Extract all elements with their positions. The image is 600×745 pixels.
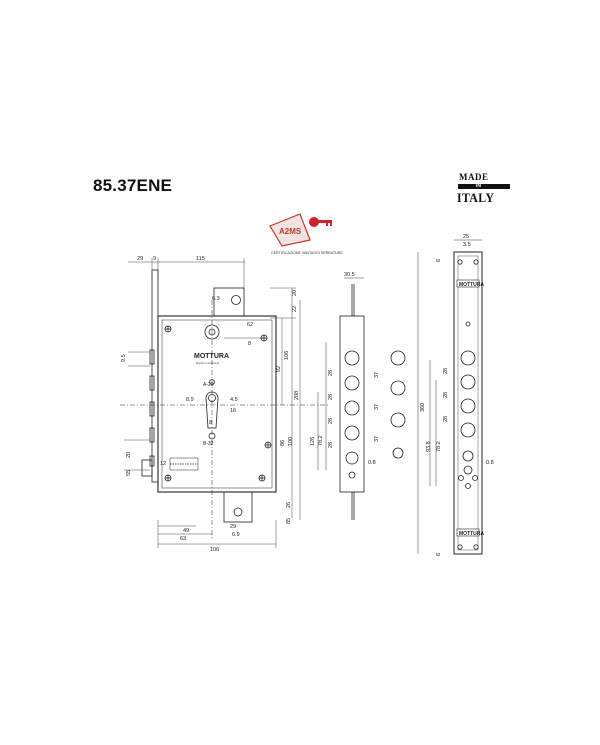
dim-right-cyl2: 16 xyxy=(230,408,236,414)
faceplate-view xyxy=(417,239,483,555)
side-total-b: 126 xyxy=(310,437,316,446)
dim-right-b: 106 xyxy=(284,351,290,360)
faceplate-label-bottom-box xyxy=(456,528,480,537)
dim-bottom-a: 49 xyxy=(183,528,189,534)
dim-top-right-b: 20 xyxy=(292,290,298,296)
side-spacing-3: 28 xyxy=(328,418,334,424)
faceplate-bottom-dim: 6 xyxy=(436,553,442,556)
dim-top-left-a: 29 xyxy=(137,256,143,262)
backset-label: B-32 xyxy=(203,441,214,447)
top-tab-hole xyxy=(231,295,241,305)
cylinder-hole xyxy=(205,391,219,429)
side-pitch-1: 37 xyxy=(374,372,380,378)
cert-logo-text: A2MS xyxy=(279,227,302,236)
faceplate-top-small: 6 xyxy=(436,259,442,262)
faceplate-spacing-2: 28 xyxy=(443,392,449,398)
dim-mid-right-a: 86 xyxy=(280,440,286,446)
dim-pin-label: 62 xyxy=(247,322,253,328)
badge-made-text: MADE xyxy=(459,172,489,182)
badge-in-text: IN xyxy=(476,183,481,189)
lock-brand-sub: libertà in sicurezza xyxy=(196,361,220,365)
dim-bottom-b: 63 xyxy=(180,536,186,542)
dim-lower-right-a: 26 xyxy=(286,502,292,508)
dim-right-a: 92 xyxy=(276,366,282,372)
side-pitch-2: 37 xyxy=(374,404,380,410)
dim-top-left-b: 9 xyxy=(153,256,156,262)
faceplate-inner: 93.8 xyxy=(426,441,432,452)
dim-right-c: 208 xyxy=(294,391,300,400)
side-bolt-dia: 0.8 xyxy=(368,460,376,466)
side-top-width: 30.5 xyxy=(344,272,355,278)
dim-right-cyl: 4.5 xyxy=(230,397,238,403)
lock-dimension-lines xyxy=(124,258,301,548)
bottom-tab-hole xyxy=(233,507,243,517)
dim-lower-left-a: 20 xyxy=(126,452,132,458)
faceplate-spacing-1: 28 xyxy=(443,368,449,374)
faceplate-label-top-box xyxy=(456,279,480,288)
lock-case xyxy=(157,315,277,493)
dim-side-small: 12 xyxy=(160,461,166,467)
loose-bolts xyxy=(390,350,406,459)
dim-lower-right-b: 85 xyxy=(286,518,292,524)
left-bolt-slots xyxy=(149,349,155,467)
dim-top-span: 115 xyxy=(196,256,205,262)
faceplate-bolts xyxy=(460,350,476,438)
latch-bolt xyxy=(141,459,153,477)
faceplate-latch xyxy=(458,450,478,489)
faceplate-top-width: 25 xyxy=(463,234,469,240)
side-spacing-4: 28 xyxy=(328,442,334,448)
cylinder-label: A-20 xyxy=(203,382,214,388)
dim-latch: 29 xyxy=(230,524,236,530)
side-total-a: 78.2 xyxy=(318,435,324,446)
dim-lower-left-b: 55 xyxy=(126,470,132,476)
faceplate-inner2: 78.2 xyxy=(436,441,442,452)
made-in-italy-badge: MADE IN ITALY xyxy=(455,172,511,206)
faceplate-label-top: MOTTURA xyxy=(459,282,484,288)
certification-logo: A2MS CERTIFICAZIONE VANTAGGI SERRATURE xyxy=(269,213,343,255)
bottom-mounting-tab xyxy=(223,491,253,523)
faceplate-outline xyxy=(453,251,483,555)
side-spacing-2: 28 xyxy=(328,394,334,400)
faceplate-total: 360 xyxy=(420,403,426,412)
side-spacing-1: 28 xyxy=(328,370,334,376)
lock-side-view xyxy=(317,277,406,520)
dim-top-right-a: 22 xyxy=(292,306,298,312)
dim-pin-dia: 8 xyxy=(248,341,251,347)
dim-spindle: 8 xyxy=(209,420,212,426)
faceplate-bolt-dia: 0.8 xyxy=(486,460,494,466)
faceplate-screw-top xyxy=(465,321,471,327)
dim-left-bolt: 9.5 xyxy=(121,354,127,362)
faceplate-label-bottom: MOTTURA xyxy=(459,531,484,537)
dim-bottom-total: 106 xyxy=(210,547,219,553)
side-view-case xyxy=(339,315,365,493)
faceplate-top-dim: 3.5 xyxy=(463,242,471,248)
product-code-title: 85.37ENE xyxy=(93,176,173,195)
badge-bar xyxy=(458,184,510,189)
top-mounting-tab xyxy=(213,287,245,317)
side-pitch-3: 37 xyxy=(374,436,380,442)
badge-italy-text: ITALY xyxy=(457,190,495,205)
dim-faceplate-offset: 6.3 xyxy=(212,296,220,302)
side-bolts xyxy=(344,350,360,479)
key-icon xyxy=(309,217,332,227)
cert-caption: CERTIFICAZIONE VANTAGGI SERRATURE xyxy=(271,251,343,255)
dim-mid-right-b: 100 xyxy=(288,437,294,446)
dim-latch2: 6.9 xyxy=(232,532,240,538)
faceplate-spacing-3: 28 xyxy=(443,416,449,422)
lock-body-front-view xyxy=(120,269,330,540)
dim-left-cyl: 8.9 xyxy=(186,397,194,403)
lock-brand: MOTTURA xyxy=(194,353,229,360)
